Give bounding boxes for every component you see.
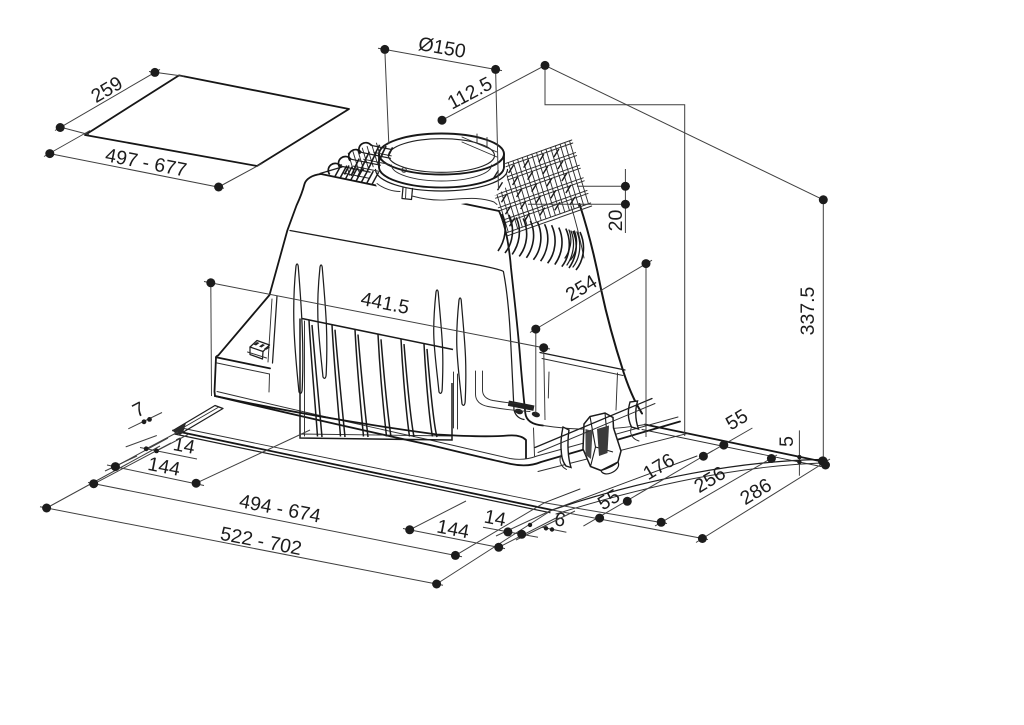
svg-text:5: 5 [776,436,798,447]
svg-text:14: 14 [482,506,508,532]
svg-text:337.5: 337.5 [797,286,819,335]
svg-text:6: 6 [553,508,568,532]
svg-text:14: 14 [171,433,197,459]
svg-text:20: 20 [605,210,627,232]
